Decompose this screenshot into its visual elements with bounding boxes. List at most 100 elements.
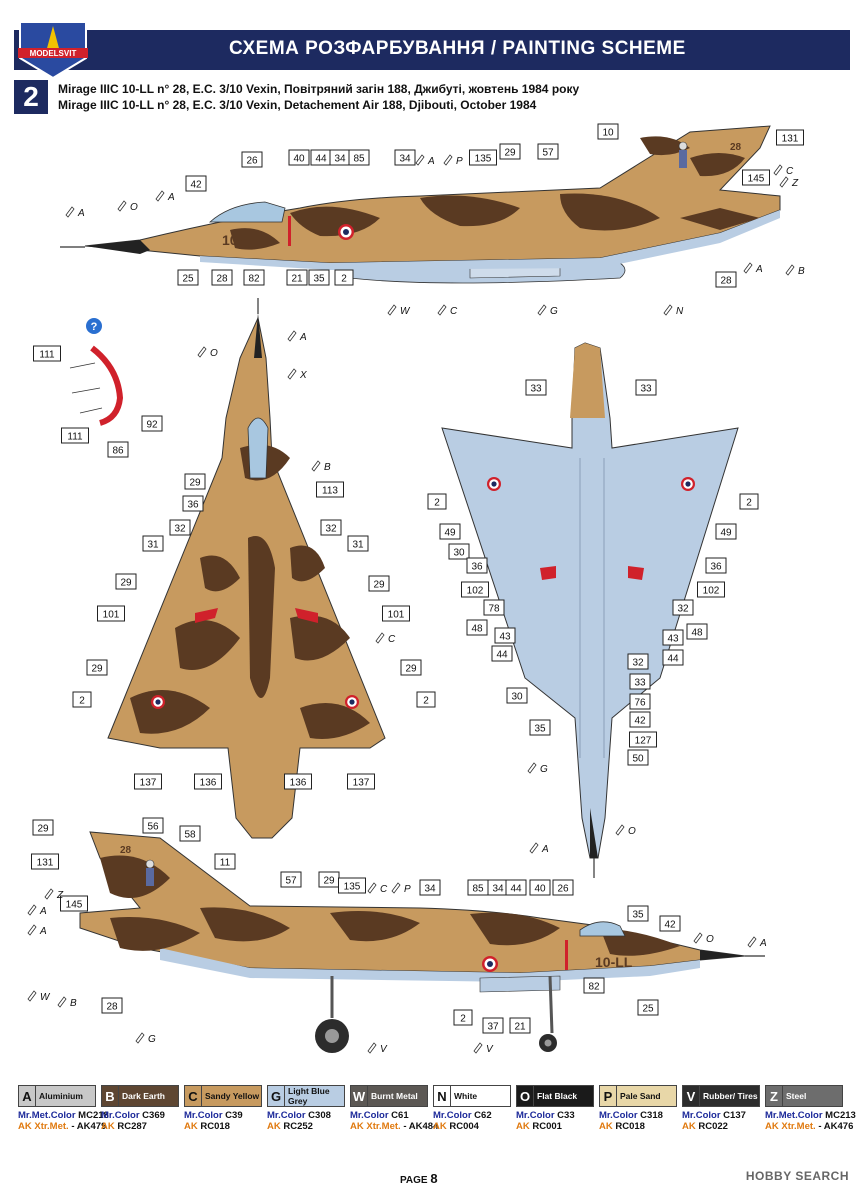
paint-letter-paint2-8: O	[693, 932, 714, 945]
callout-bottom-2: 2	[427, 493, 447, 510]
svg-text:48: 48	[471, 624, 483, 635]
callout-side2-15: 35	[627, 905, 649, 922]
svg-text:42: 42	[664, 920, 676, 931]
callout-top-11: 32	[320, 519, 342, 536]
callout-top-17: 136	[284, 773, 312, 790]
svg-text:135: 135	[475, 154, 492, 165]
svg-text:32: 32	[174, 524, 186, 535]
page-title: СХЕМА РОЗФАРБУВАННЯ / PAINTING SCHEME	[229, 38, 686, 59]
page-label: PAGE	[400, 1175, 428, 1186]
paint-letter-paint2-3: W	[27, 990, 51, 1003]
swatch-name: Aluminium	[36, 1085, 96, 1107]
svg-text:26: 26	[246, 156, 258, 167]
callout-top-14: 101	[382, 605, 410, 622]
swatch-letter: O	[516, 1085, 534, 1107]
paint-letter-paint1-12: N	[663, 304, 684, 317]
svg-text:44: 44	[315, 154, 327, 165]
svg-text:37: 37	[487, 1022, 499, 1033]
svg-text:85: 85	[353, 154, 365, 165]
svg-text:48: 48	[691, 628, 703, 639]
callout-side2-0: 29	[32, 819, 54, 836]
svg-text:76: 76	[634, 698, 646, 709]
callout-bottom-15: 43	[494, 627, 516, 644]
svg-text:49: 49	[444, 528, 456, 539]
swatch-mr-color: Mr.Color C369	[101, 1110, 165, 1121]
callout-side2-1: 56	[142, 817, 164, 834]
callout-detail-3: 86	[107, 441, 129, 458]
svg-text:127: 127	[635, 736, 652, 747]
legend-swatch-b: B Dark Earth Mr.Color C369 AK RC287	[101, 1085, 179, 1132]
callout-side1-15: 42	[185, 175, 207, 192]
callout-bottom-23: 42	[629, 711, 651, 728]
swatch-name: Dark Earth	[119, 1085, 179, 1107]
callout-top-4: 31	[142, 535, 164, 552]
callout-top-8: 2	[72, 691, 92, 708]
legend-swatch-z: Z Steel Mr.Met.Color MC213 AK Xtr.Met. -…	[765, 1085, 856, 1132]
svg-text:Z: Z	[791, 178, 799, 189]
svg-text:A: A	[541, 844, 549, 855]
page-footer: PAGE 8	[400, 1171, 438, 1186]
svg-text:2: 2	[79, 696, 85, 707]
callout-side2-14: 26	[552, 879, 574, 896]
paint-letter-paint_bottom-1: O	[615, 824, 636, 837]
swatch-ak-color: AK RC018	[599, 1121, 645, 1132]
callout-side2-7: 29	[318, 871, 340, 888]
callout-side1-16: 25	[177, 269, 199, 286]
svg-text:A: A	[299, 332, 307, 343]
svg-text:131: 131	[782, 134, 799, 145]
logo-text: MODELSVIT	[30, 49, 77, 58]
svg-text:34: 34	[492, 884, 504, 895]
svg-text:57: 57	[285, 876, 297, 887]
legend-swatch-n: N White Mr.Color C62 AK RC004	[433, 1085, 511, 1132]
callout-bottom-18: 44	[662, 649, 684, 666]
callout-side1-3: 131	[776, 129, 804, 146]
callout-bottom-10: 102	[697, 581, 725, 598]
swatch-name: Rubber/ Tires	[700, 1085, 760, 1107]
callout-side1-8: 44	[310, 149, 332, 166]
swatch-mr-color: Mr.Color C137	[682, 1110, 746, 1121]
svg-text:36: 36	[187, 500, 199, 511]
swatch-ak-color: AK RC252	[267, 1121, 313, 1132]
swatch-ak-color: AK Xtr.Met. - AK476	[765, 1121, 854, 1132]
swatch-letter: V	[682, 1085, 700, 1107]
svg-text:40: 40	[293, 154, 305, 165]
swatch-name: White	[451, 1085, 511, 1107]
svg-text:35: 35	[313, 274, 325, 285]
swatch-mr-color: Mr.Color C33	[516, 1110, 575, 1121]
paint-letter-paint_top-0: A	[287, 330, 307, 343]
code-side2: 10-LL	[595, 954, 633, 970]
side-view-right: 10-LL 28	[79, 831, 765, 1053]
svg-text:A: A	[427, 156, 435, 167]
callout-side2-13: 40	[529, 879, 551, 896]
swatch-ak-color: AK Xtr.Met. - AK479	[18, 1121, 107, 1132]
svg-text:42: 42	[634, 716, 646, 727]
paint-letter-paint1-2: A	[155, 190, 175, 203]
svg-text:28: 28	[106, 1002, 118, 1013]
swatch-mr-color: Mr.Color C61	[350, 1110, 409, 1121]
detail-inset: ?	[69, 318, 124, 426]
paint-letter-paint2-6: C	[367, 882, 388, 895]
paint-letter-paint_top-2: X	[287, 368, 307, 381]
svg-text:35: 35	[632, 910, 644, 921]
page-header: СХЕМА РОЗФАРБУВАННЯ / PAINTING SCHEME	[14, 30, 850, 70]
legend-swatch-c: C Sandy Yellow Mr.Color C39 AK RC018	[184, 1085, 262, 1132]
swatch-name: Pale Sand	[617, 1085, 677, 1107]
callout-top-16: 2	[416, 691, 436, 708]
svg-text:29: 29	[189, 478, 201, 489]
callout-side1-20: 35	[308, 269, 330, 286]
callout-side2-8: 135	[338, 877, 366, 894]
svg-text:B: B	[324, 462, 331, 473]
callout-side1-17: 28	[211, 269, 233, 286]
callout-bottom-0: 33	[525, 379, 547, 396]
swatch-ak-color: AK RC018	[184, 1121, 230, 1132]
callout-side2-4: 11	[214, 853, 236, 870]
color-legend: A Aluminium Mr.Met.Color MC218 AK Xtr.Me…	[0, 1085, 863, 1145]
svg-text:29: 29	[37, 824, 49, 835]
svg-text:V: V	[486, 1044, 494, 1055]
callout-side2-18: 37	[482, 1017, 504, 1034]
callout-detail-1: 92	[141, 415, 163, 432]
callout-top-13: 29	[368, 575, 390, 592]
svg-text:2: 2	[746, 498, 752, 509]
paint-letter-paint2-10: V	[367, 1042, 388, 1055]
callout-side1-22: 28	[715, 271, 737, 288]
